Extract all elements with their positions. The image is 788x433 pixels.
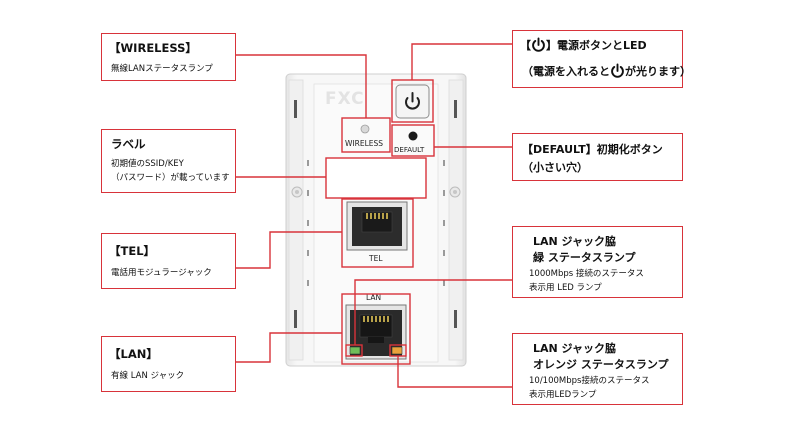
lan-green-led [349,346,361,355]
callout-power: 【 】電源ボタンとLED （電源を入れると が光ります） [512,30,691,88]
callout-lan-green-title-2: 緑 ステータスランプ [533,251,636,264]
callout-label-desc-2: （パスワード）が載っています [111,173,230,183]
callout-power-line2-post: が光ります） [625,65,691,78]
callout-lan-green-title-1: LAN ジャック脇 [533,235,617,248]
callout-lan-green-desc-1: 1000Mbps 接続のステータス [529,269,644,279]
callout-lan-orange-title-1: LAN ジャック脇 [533,342,617,355]
device-wireless-label: WIRELESS [345,139,384,148]
callout-lan-orange-desc-2: 表示用LEDランプ [529,390,597,400]
callout-lan-green-led: LAN ジャック脇 緑 ステータスランプ 1000Mbps 接続のステータス 表… [512,226,683,298]
callout-wireless: 【WIRELESS】 無線LANステータスランプ [101,33,236,81]
device-lan-label: LAN [366,293,382,302]
callout-power-bracket-open: 【 [520,39,531,52]
default-reset-hole[interactable] [408,131,418,141]
callout-lan-orange-led: LAN ジャック脇 オレンジ ステータスランプ 10/100Mbps接続のステー… [512,333,683,405]
callout-wireless-desc: 無線LANステータスランプ [111,64,213,74]
callout-lan-title: 【LAN】 [109,347,158,361]
callout-lan-desc: 有線 LAN ジャック [111,371,185,381]
callout-lan-green-desc-2: 表示用 LED ランプ [529,283,602,293]
callout-power-line1: 】電源ボタンとLED [546,39,647,52]
wireless-led [360,124,370,134]
callout-label-title: ラベル [111,137,146,151]
callout-tel: 【TEL】 電話用モジュラージャック [101,233,236,289]
callout-lan-orange-desc-1: 10/100Mbps接続のステータス [529,376,650,386]
callout-power-line2-pre: （電源を入れると [522,65,610,78]
callout-default-line2: （小さい穴） [522,161,588,174]
callout-tel-desc: 電話用モジュラージャック [111,268,212,278]
device-logo: FXC [325,89,365,109]
callout-wireless-title: 【WIRELESS】 [109,41,197,55]
device-default-label: DEFAULT [394,146,425,154]
callout-tel-title: 【TEL】 [109,244,156,258]
callout-lan: 【LAN】 有線 LAN ジャック [101,336,236,392]
callout-label-desc-1: 初期値のSSID/KEY [111,159,184,169]
power-icon [611,63,624,78]
ssid-label-area [325,157,427,199]
callout-lan-orange-title-2: オレンジ ステータスランプ [533,358,669,371]
callout-default-line1: 【DEFAULT】初期化ボタン [522,143,663,156]
power-icon [532,37,545,52]
callout-default: 【DEFAULT】初期化ボタン （小さい穴） [512,133,683,181]
lan-orange-led [391,346,403,355]
device-tel-label: TEL [369,254,383,263]
callout-label: ラベル 初期値のSSID/KEY （パスワード）が載っています [101,129,236,193]
